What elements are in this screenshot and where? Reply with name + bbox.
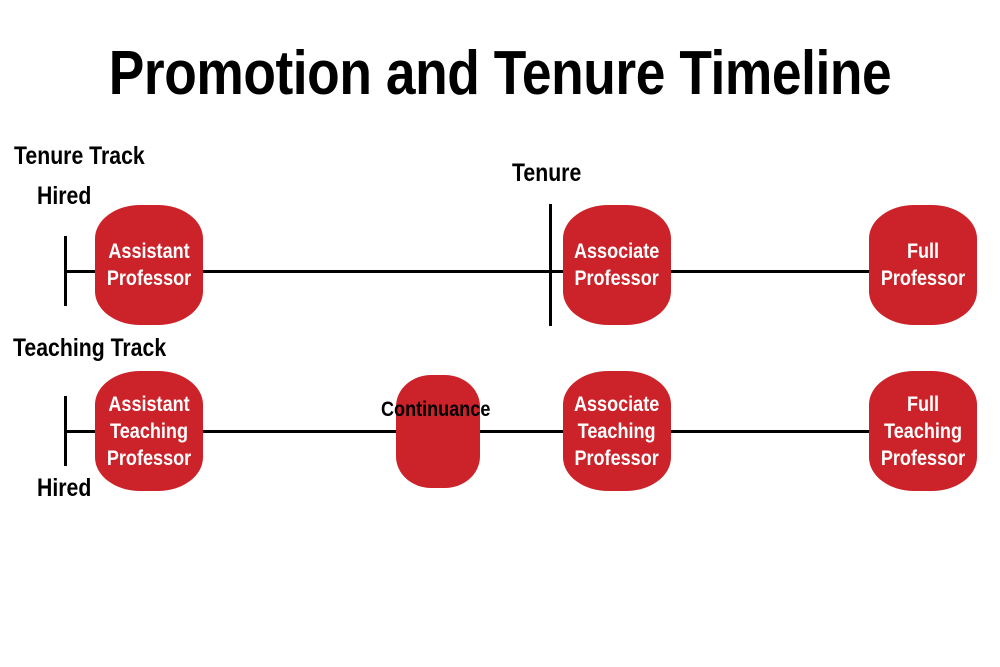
tenure-track-label: Tenure Track [14,142,145,170]
node-full-professor: Full Professor [869,205,977,325]
node-associate-professor-label: Associate Professor [574,240,660,290]
tenure-timeline-line [64,270,874,273]
node-associate-professor: Associate Professor [563,205,671,325]
node-assistant-teaching-professor: Assistant Teaching Professor [95,371,203,491]
node-full-teaching-professor: Full Teaching Professor [869,371,977,491]
node-associate-teaching-professor: Associate Teaching Professor [563,371,671,491]
node-full-teaching-professor-label: Full Teaching Professor [880,392,966,470]
teaching-start-tick [64,396,67,466]
tenure-start-tick [64,236,67,306]
tenure-milestone-label: Tenure [512,159,582,187]
teaching-hired-label: Hired [37,474,92,502]
node-associate-teaching-professor-label: Associate Teaching Professor [574,392,660,470]
page-title: Promotion and Tenure Timeline [108,39,892,108]
tenure-milestone-tick [549,204,552,326]
teaching-track-label: Teaching Track [13,334,167,362]
continuance-label: Continuance [381,398,491,421]
node-assistant-teaching-professor-label: Assistant Teaching Professor [106,392,192,470]
node-assistant-professor: Assistant Professor [95,205,203,325]
node-full-professor-label: Full Professor [880,240,966,290]
tenure-hired-label: Hired [37,182,92,210]
node-continuance [396,375,480,488]
node-assistant-professor-label: Assistant Professor [106,240,192,290]
